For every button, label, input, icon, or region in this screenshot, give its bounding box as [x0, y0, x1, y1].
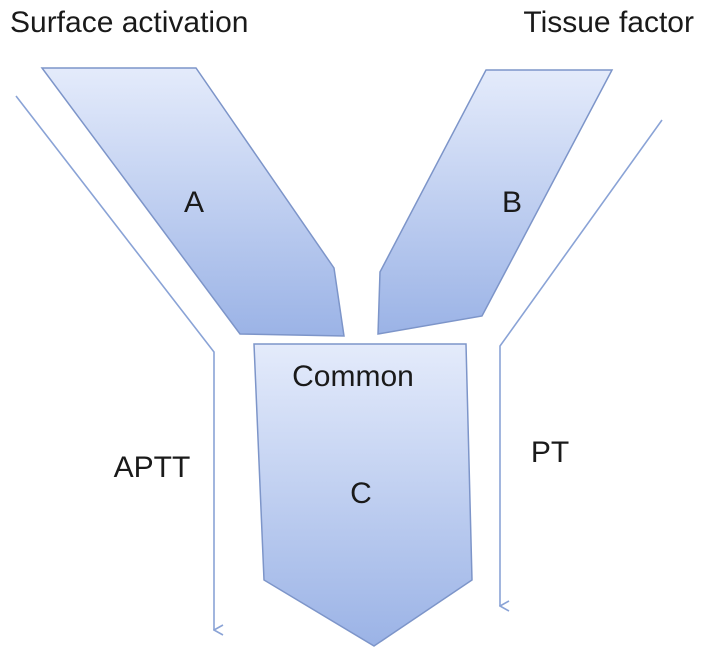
pathway-a-shape — [40, 67, 345, 337]
pathway-c-label: C — [350, 477, 372, 510]
tissue-factor-label: Tissue factor — [523, 6, 694, 39]
pt-label: PT — [531, 436, 569, 469]
aptt-arrow — [15, 95, 214, 630]
aptt-label: APTT — [114, 451, 191, 484]
pathway-b-label: B — [502, 186, 522, 219]
surface-activation-label: Surface activation — [10, 6, 248, 39]
pathway-a-label: A — [184, 186, 204, 219]
common-pathway-shape — [253, 343, 473, 647]
common-label: Common — [292, 360, 414, 393]
pt-arrow — [500, 119, 663, 606]
pathway-b-shape — [377, 69, 614, 335]
